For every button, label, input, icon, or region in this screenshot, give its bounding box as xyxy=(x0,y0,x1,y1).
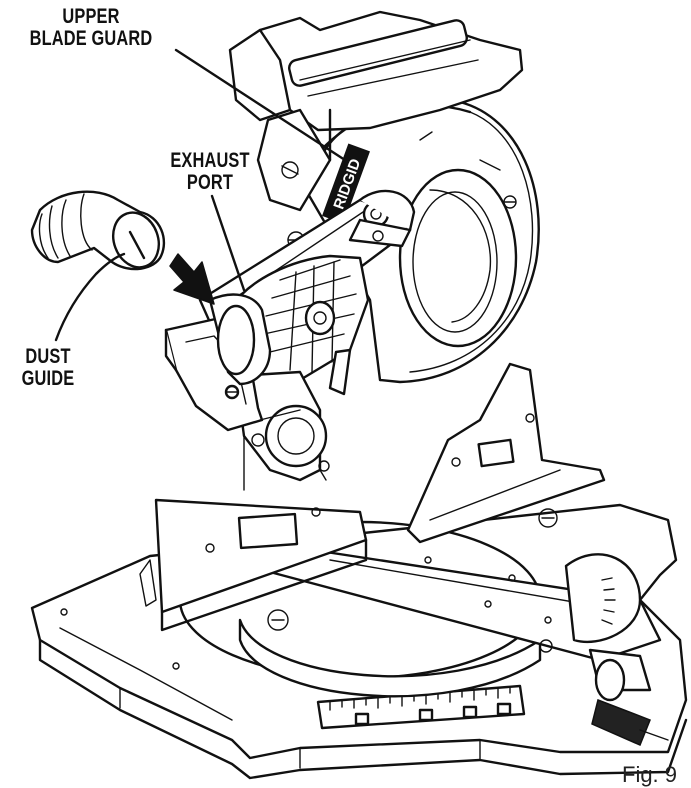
front-scale-ticks xyxy=(329,686,512,726)
insertion-arrow xyxy=(169,253,215,305)
motor-handle-assembly xyxy=(228,10,524,249)
exhaust-port xyxy=(164,293,301,432)
figure-caption: Fig. 9 xyxy=(622,762,678,787)
saw-base xyxy=(30,362,688,780)
dust-guide-label: DUST GUIDE xyxy=(21,345,75,390)
upper-blade-guard-label: UPPER BLADE GUARD xyxy=(29,5,153,50)
exhaust-port-label: EXHAUST PORT xyxy=(170,149,250,194)
callout-leaders xyxy=(54,48,350,342)
miter-scale-ticks xyxy=(601,577,616,625)
dust-guide-elbow xyxy=(30,190,166,271)
